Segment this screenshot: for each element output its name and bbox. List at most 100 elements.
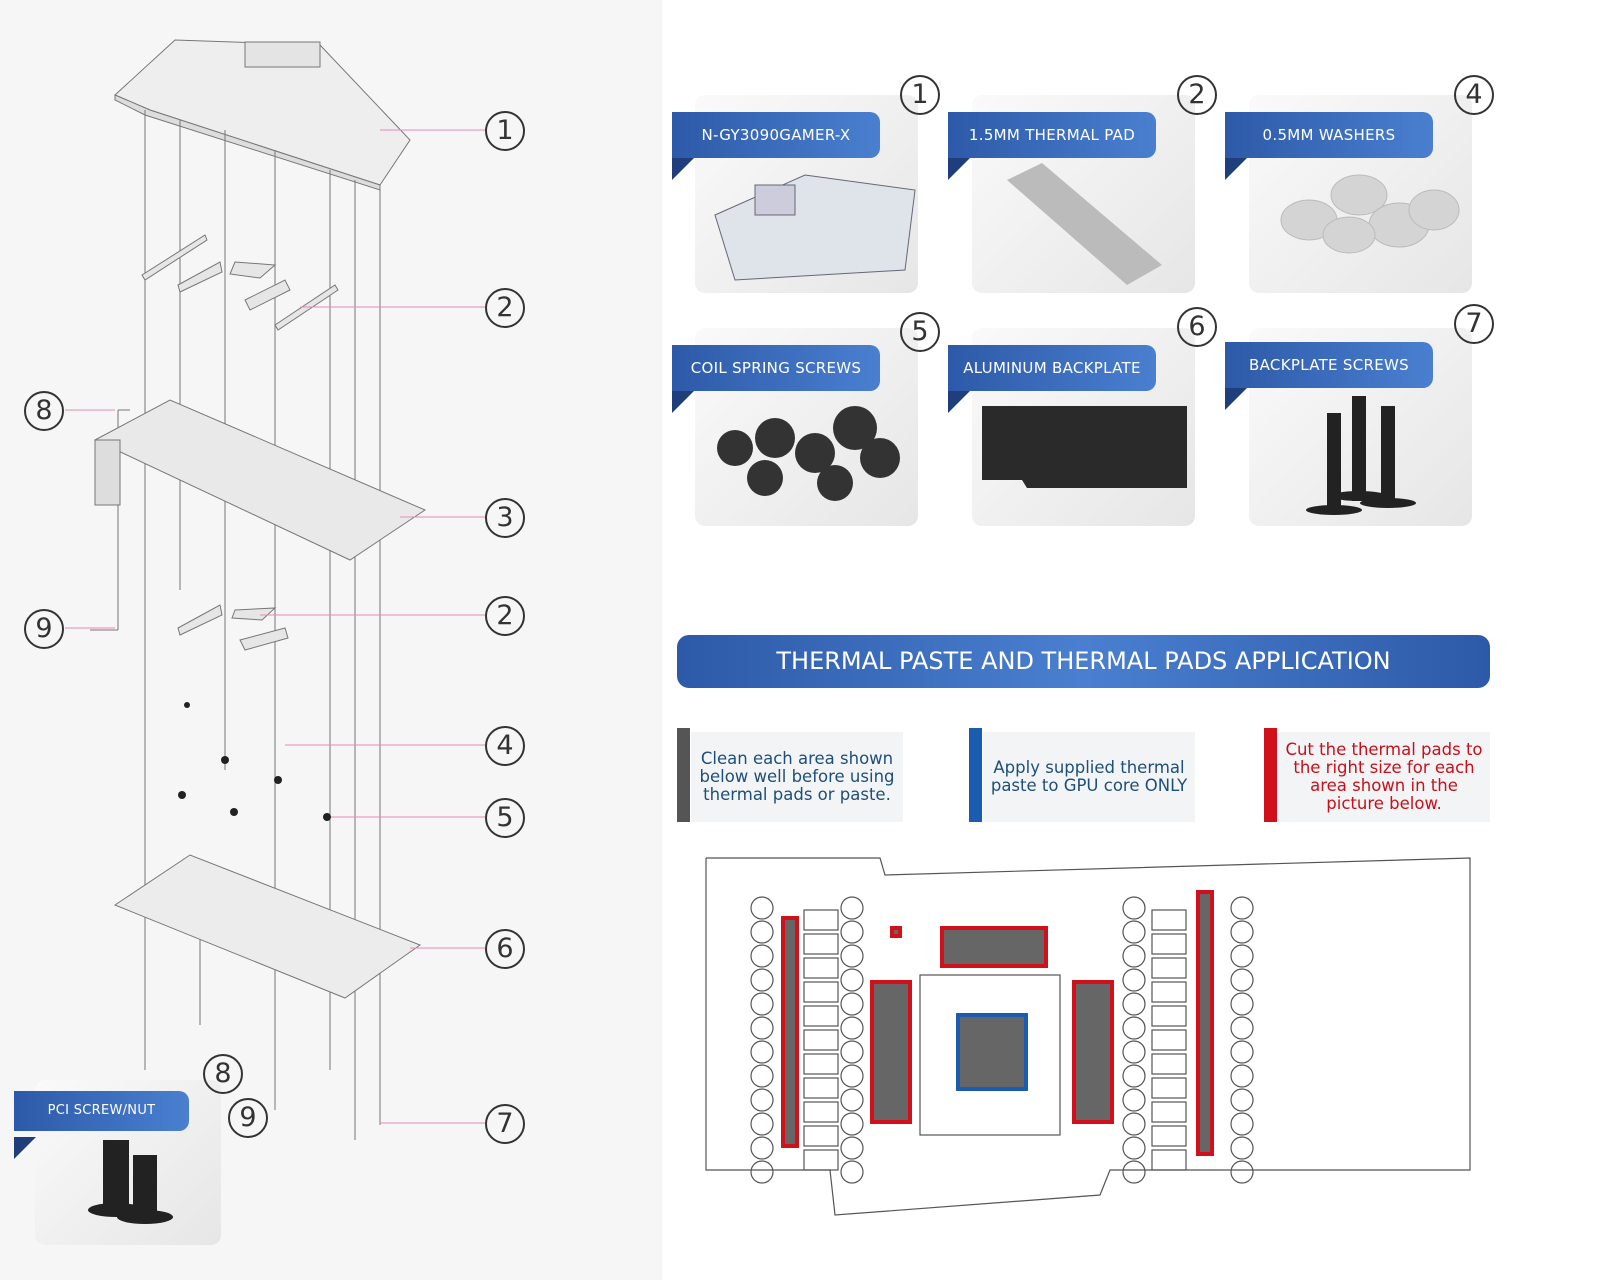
callout-2: 2 [485,288,525,328]
pcb-component [1122,1064,1146,1088]
part-label-backplate-screws: BACKPLATE SCREWS [1225,342,1433,410]
pad-memory-left [781,916,799,1148]
note-pads: Cut the thermal pads to the right size f… [1264,728,1490,822]
callout-4: 4 [485,726,525,766]
pad-vrm-right [1196,890,1214,1156]
pad-left-vram [870,980,912,1124]
pcb-component [750,968,774,992]
exploded-diagram [65,39,485,1140]
pcb-component [803,1077,839,1099]
waterblock-image [714,174,916,281]
pcb-component [1230,1112,1254,1136]
pcb-component [1230,1064,1254,1088]
gpu-core-paste-area [956,1013,1028,1091]
pcb-component [1230,992,1254,1016]
backplate-screws-image [1306,396,1416,515]
thermal-pad-image [1007,163,1162,285]
pcb-component [750,1088,774,1112]
pcb-component [1151,1149,1187,1171]
pcb-component [1122,1088,1146,1112]
pcb-component [1151,933,1187,955]
pcb-component [840,1040,864,1064]
callout-9: 9 [24,609,64,649]
note-clean-text: Clean each area shown below well before … [699,749,895,804]
pcb-pad-layout-diagram [705,857,1471,1216]
pcb-component [840,1160,864,1184]
pad-small [890,926,902,938]
pad-top [940,926,1048,968]
pcb-component [1230,1136,1254,1160]
pcb-component [750,896,774,920]
pcb-component [1151,1101,1187,1123]
pcb-component [1122,1016,1146,1040]
pcb-component [750,1040,774,1064]
note-bar-blue [969,728,982,822]
pcb-component [1151,981,1187,1003]
pcb-component [1151,1077,1187,1099]
pcb-component [750,944,774,968]
pcb-component [803,957,839,979]
callout-1: 1 [485,111,525,151]
callout-7: 7 [485,1104,525,1144]
exploded-view-panel: PCI SCREW/NUT 1 2 3 2 4 5 6 7 8 9 8 9 [0,0,662,1280]
note-paste-text: Apply supplied thermal paste to GPU core… [990,758,1188,795]
pcb-component [1151,1125,1187,1147]
card-number-4: 4 [1454,75,1494,115]
callout-5: 5 [485,798,525,838]
pcb-component [1151,1029,1187,1051]
pcb-component [840,896,864,920]
pcb-component [1122,1160,1146,1184]
pcb-component [750,1136,774,1160]
card-number-2: 2 [1177,75,1217,115]
pcb-component [750,1064,774,1088]
pcb-component [750,1160,774,1184]
note-bar-red [1264,728,1277,822]
pcb-component [1151,957,1187,979]
pcb-component [1122,944,1146,968]
part-label-spring-screws: COIL SPRING SCREWS [672,345,880,413]
card-number-7: 7 [1454,304,1494,344]
callout-6: 6 [485,929,525,969]
pcb-component [1230,1016,1254,1040]
pcb-component [1122,920,1146,944]
pcb-component [1230,968,1254,992]
pcb-component [1151,1005,1187,1027]
spring-screws-image [717,406,900,501]
pcb-component [803,1101,839,1123]
pcb-component [1122,1112,1146,1136]
pcb-component [1122,1040,1146,1064]
note-paste: Apply supplied thermal paste to GPU core… [969,728,1195,822]
callout-2-lower: 2 [485,596,525,636]
pcb-component [803,1005,839,1027]
pcb-component [840,968,864,992]
pcb-component [750,992,774,1016]
part-label-thermal-pad: 1.5MM THERMAL PAD [948,112,1156,180]
note-pads-text: Cut the thermal pads to the right size f… [1285,740,1483,813]
pcb-component [1230,920,1254,944]
part-label-washers: 0.5MM WASHERS [1225,112,1433,180]
note-bar-gray [677,728,690,822]
pcb-component [840,1136,864,1160]
pcb-component [840,1064,864,1088]
washers-image [1280,174,1460,254]
pcb-component [803,1029,839,1051]
section-banner: THERMAL PASTE AND THERMAL PADS APPLICATI… [677,635,1490,688]
pcb-component [803,933,839,955]
note-clean: Clean each area shown below well before … [677,728,903,822]
part-label-backplate: ALUMINUM BACKPLATE [948,345,1156,413]
pcb-component [750,1016,774,1040]
pcb-component [1151,909,1187,931]
pcb-component [840,1112,864,1136]
callout-3: 3 [485,498,525,538]
pcb-component [840,944,864,968]
card-number-1: 1 [900,75,940,115]
card-number-6: 6 [1177,307,1217,347]
callout-8-card: 8 [203,1054,243,1094]
pcb-component [803,1125,839,1147]
callout-9-card: 9 [228,1098,268,1138]
pad-right-vram [1072,980,1114,1124]
pcb-component [1230,1088,1254,1112]
pcb-component [803,909,839,931]
pcb-component [1230,1160,1254,1184]
pcb-component [803,1053,839,1075]
